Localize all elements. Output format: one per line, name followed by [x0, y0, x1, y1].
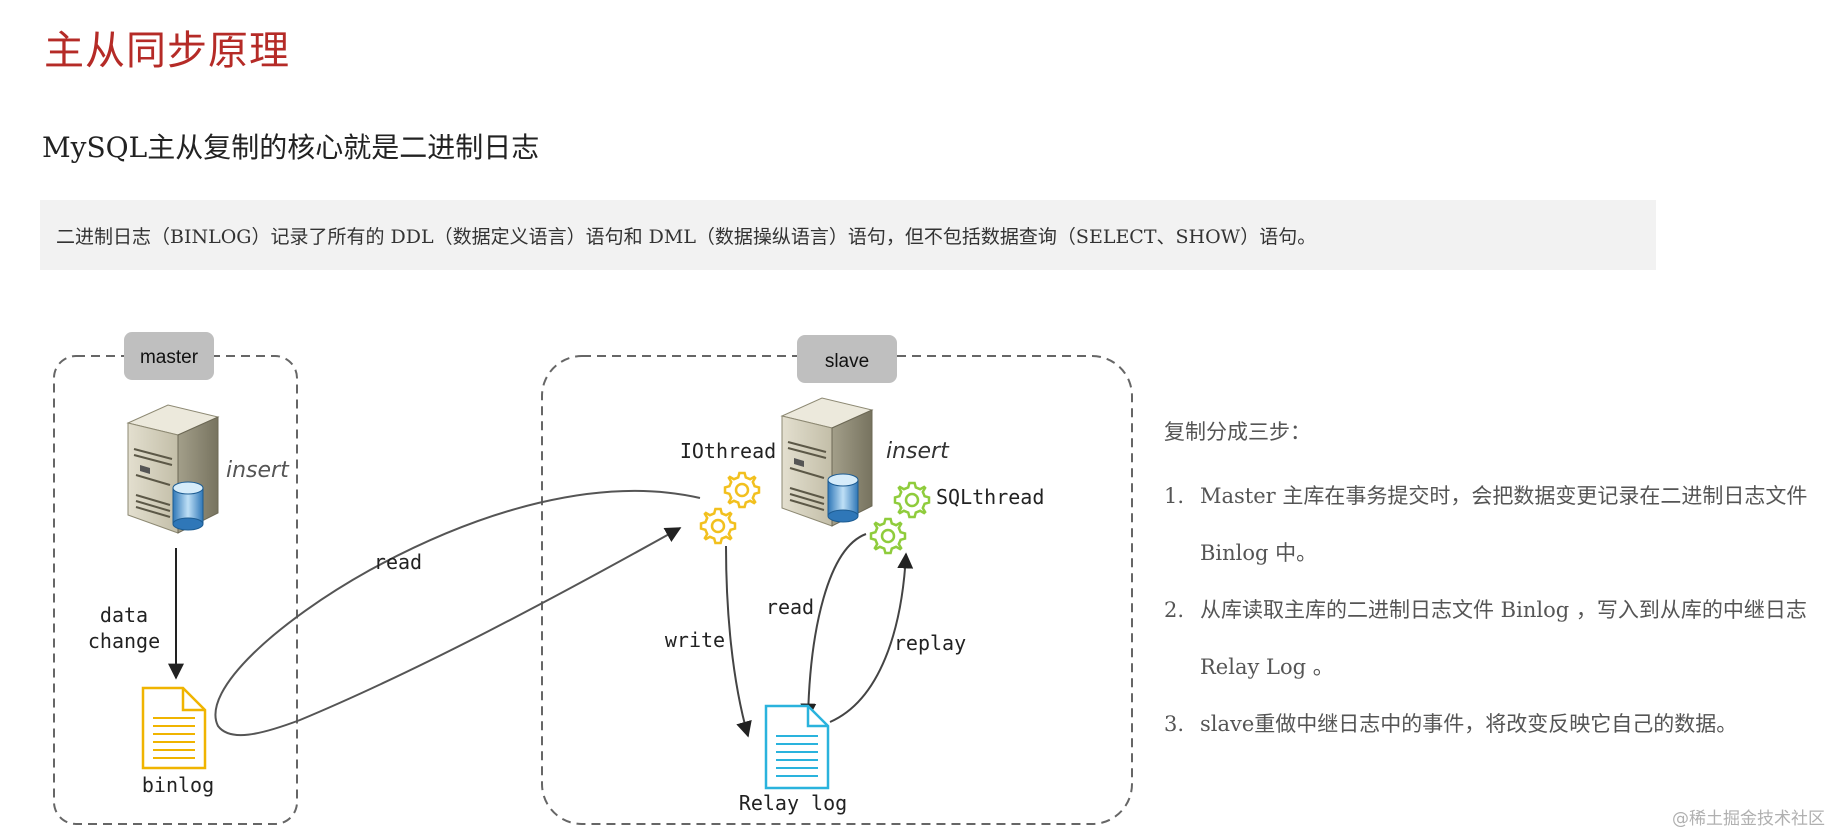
binlog-read-arrow [214, 489, 701, 737]
relay-log-document-icon [764, 704, 830, 790]
relay-read-arrow [800, 533, 867, 720]
step-text: 从库读取主库的二进制日志文件 Binlog ，写入到从库的中继日志 Relay … [1200, 598, 1807, 679]
replay-arrow [829, 552, 914, 723]
slave-label: slave [825, 351, 869, 372]
iothread-gear-icon [699, 471, 761, 545]
write-label: write [665, 628, 725, 652]
slave-label-box [797, 335, 897, 383]
steps-list: 1. Master 主库在事务提交时，会把数据变更记录在二进制日志文件 Binl… [1164, 468, 1824, 753]
binlog-note: 二进制日志（BINLOG）记录了所有的 DDL（数据定义语言）语句和 DML（数… [40, 200, 1656, 270]
read-binlog-label: read [374, 550, 422, 574]
relay-read-label: read [766, 595, 814, 619]
page-title: 主从同步原理 [44, 28, 290, 74]
write-arrow [725, 545, 752, 738]
binlog-document-icon [141, 686, 207, 770]
step-number: 3. [1164, 712, 1185, 736]
step-number: 2. [1164, 598, 1185, 622]
sqlthread-label: SQLthread [936, 485, 1044, 509]
step-item: 3. slave重做中继日志中的事件，将改变反映它自己的数据。 [1164, 696, 1824, 753]
slave-database-icon [827, 473, 859, 523]
step-text: Master 主库在事务提交时，会把数据变更记录在二进制日志文件 Binlog … [1200, 484, 1808, 565]
replication-steps: 复制分成三步： 1. Master 主库在事务提交时，会把数据变更记录在二进制日… [1164, 412, 1824, 753]
master-label-box [124, 332, 214, 380]
relay-log-label: Relay log [739, 791, 847, 815]
master-database-icon [172, 481, 204, 531]
steps-title: 复制分成三步： [1164, 420, 1311, 444]
step-item: 1. Master 主库在事务提交时，会把数据变更记录在二进制日志文件 Binl… [1164, 468, 1824, 582]
subtitle: MySQL主从复制的核心就是二进制日志 [42, 131, 540, 164]
slave-insert-label: insert [886, 439, 950, 464]
sqlthread-gear-icon [869, 481, 931, 555]
iothread-label: IOthread [680, 439, 776, 463]
replay-label: replay [894, 631, 966, 655]
step-text: slave重做中继日志中的事件，将改变反映它自己的数据。 [1200, 712, 1738, 736]
master-insert-label: insert [226, 458, 290, 483]
master-label: master [140, 347, 199, 368]
step-item: 2. 从库读取主库的二进制日志文件 Binlog ，写入到从库的中继日志 Rel… [1164, 582, 1824, 696]
binlog-note-text: 二进制日志（BINLOG）记录了所有的 DDL（数据定义语言）语句和 DML（数… [56, 225, 1317, 248]
step-number: 1. [1164, 484, 1185, 508]
data-change-label-line2: change [88, 629, 160, 653]
watermark: @稀土掘金技术社区 [1672, 809, 1825, 829]
binlog-label: binlog [142, 773, 214, 797]
data-change-label-line1: data [100, 603, 148, 627]
